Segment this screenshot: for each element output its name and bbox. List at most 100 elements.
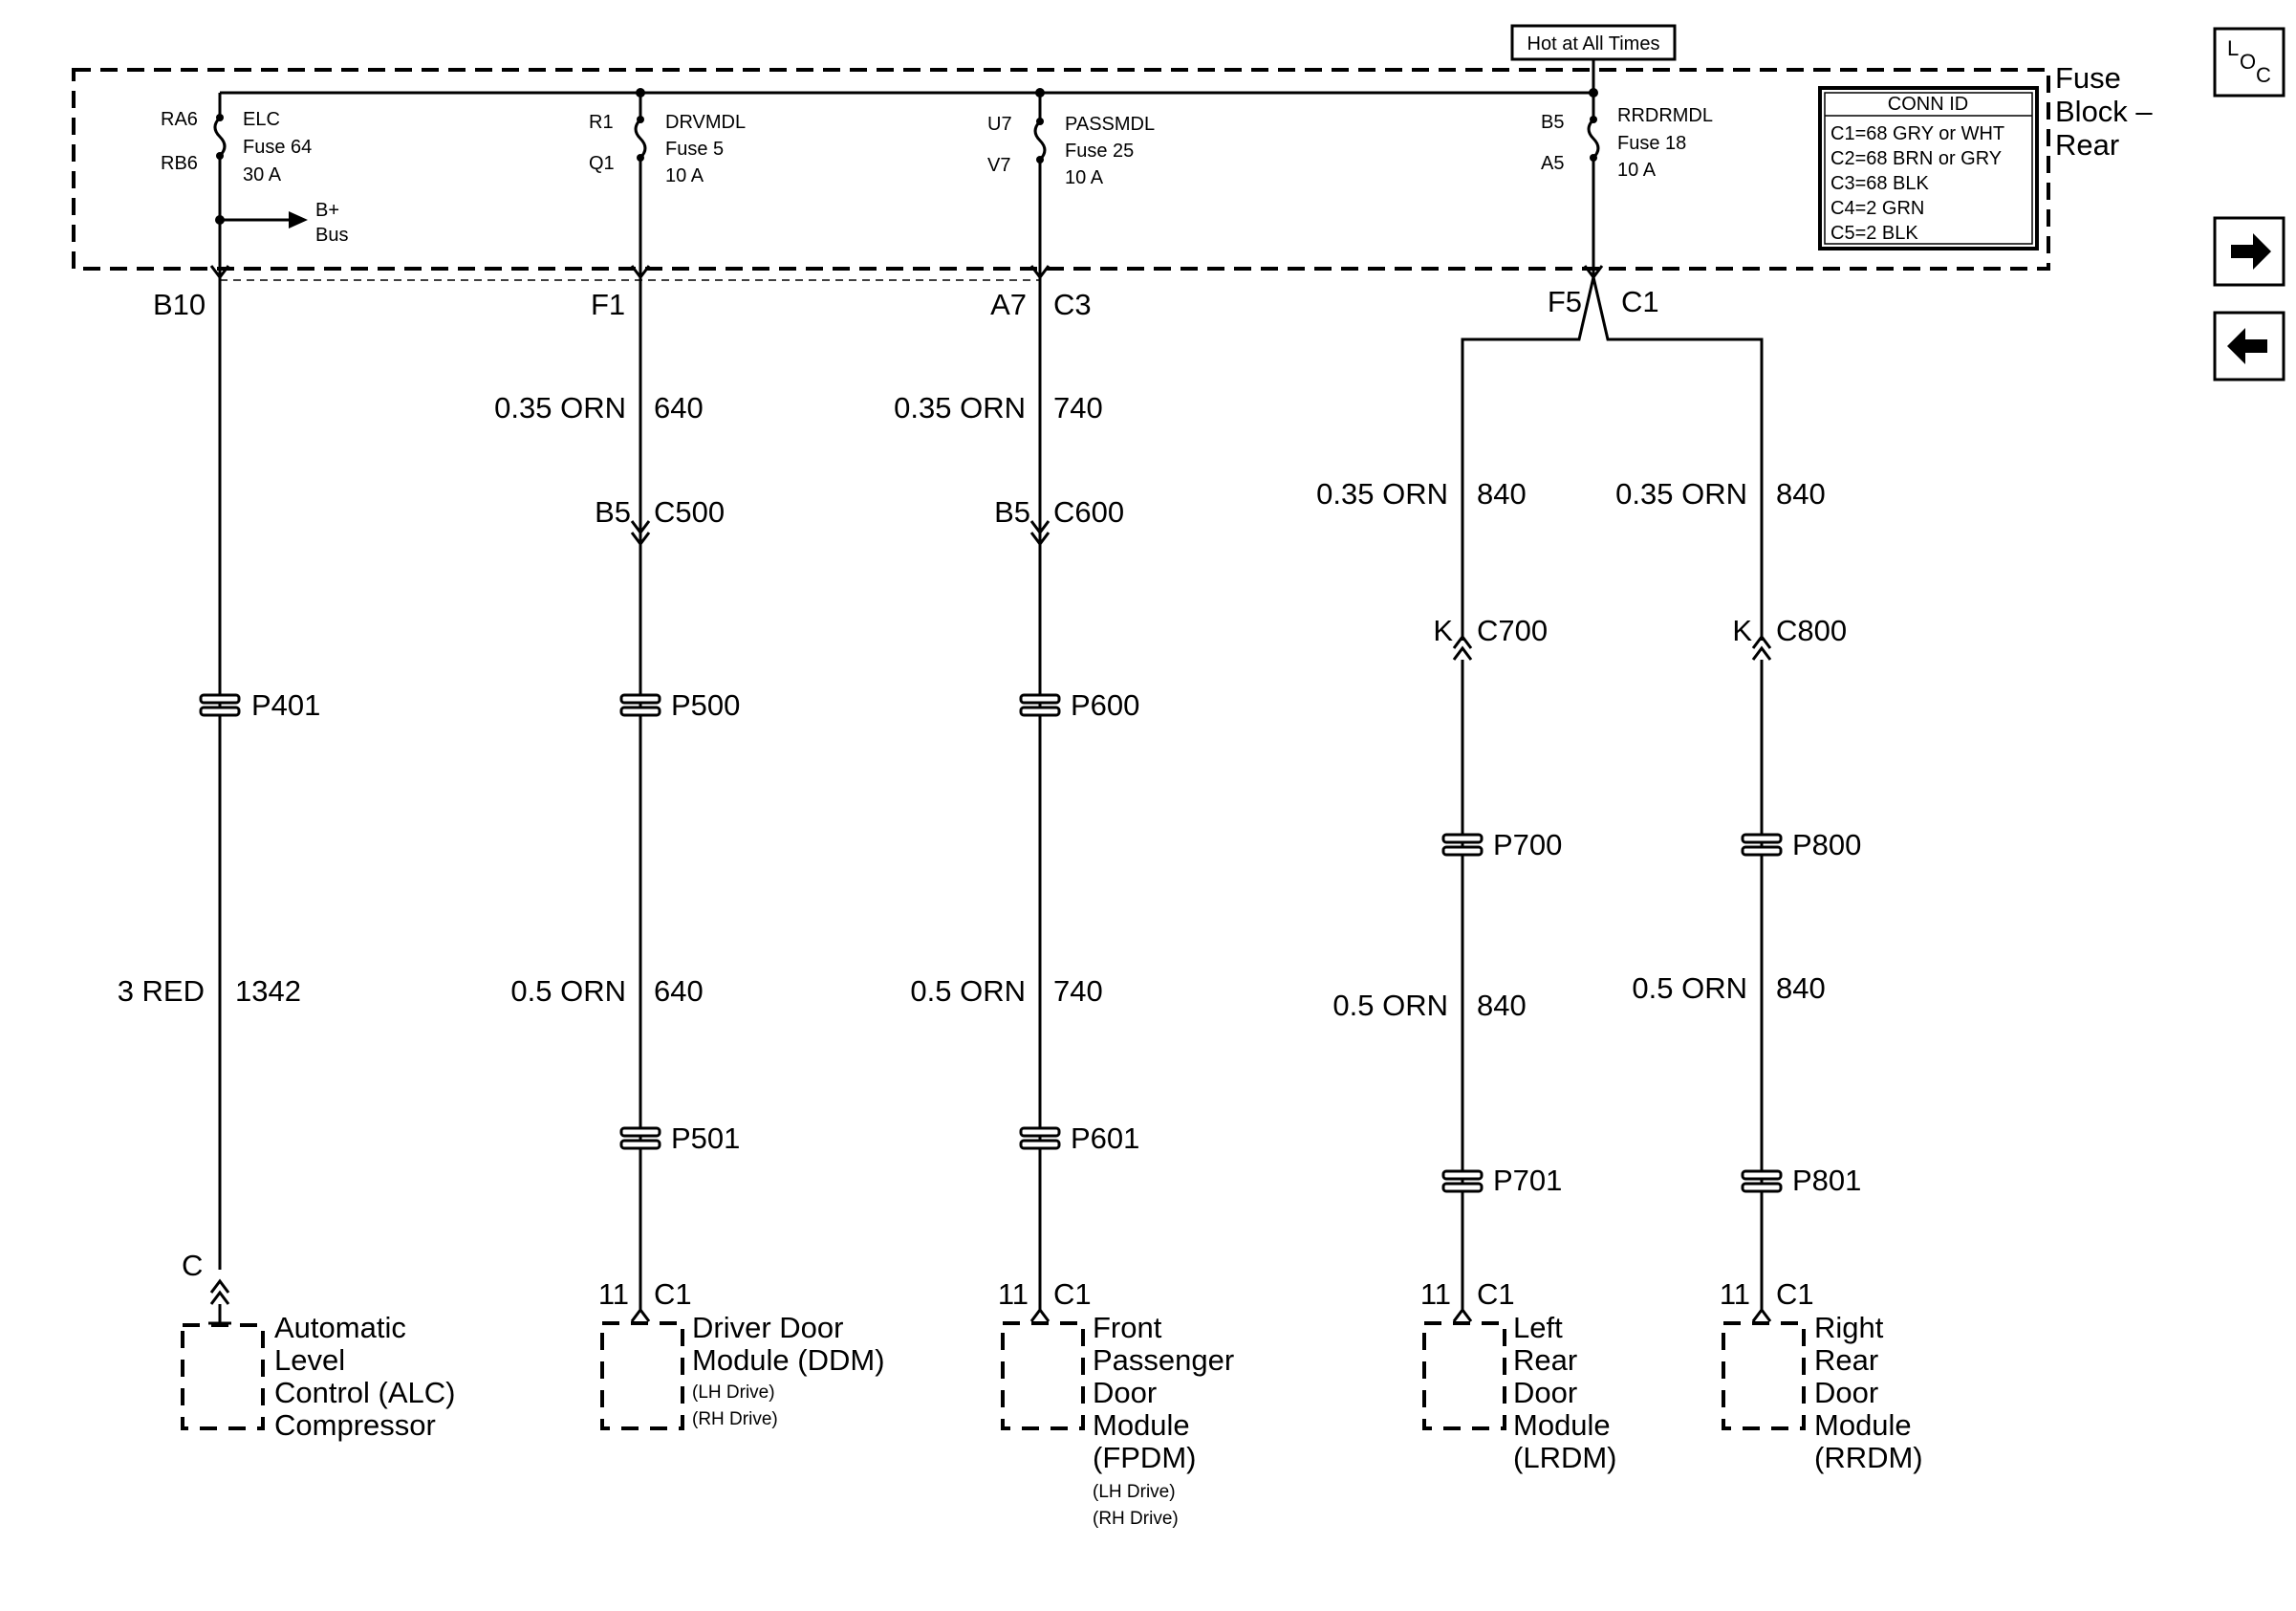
arrow-right-icon [2231,233,2271,270]
fuse-block: Hot at All Times Fuse Block – Rear CONN … [72,24,2153,281]
component-box-alc [181,1323,265,1430]
component-name-line: (FPDM) [1093,1441,1196,1474]
circuit-rrdm: 0.35 ORN 840 K C800 P800 0.5 ORN 840 P80… [1615,477,1922,1474]
connector-pin: 11 [598,1277,629,1311]
inline-connector: C600 [1053,495,1124,529]
fuse-number: Fuse 25 [1065,141,1134,162]
arrow-right-icon [289,211,308,229]
component-name-line: (LRDM) [1513,1441,1617,1474]
fuse-bottom-pin: RB6 [161,153,198,174]
terminal-connector: C3 [1053,288,1092,321]
fuse-name: RRDRMDL [1617,105,1713,126]
fuse-drvmdl: R1 Q1 DRVMDL Fuse 5 10 A [589,88,746,277]
component-name-line: Control (ALC) [274,1376,456,1409]
component-name-line: Level [274,1343,345,1377]
inline-connector: C800 [1776,614,1847,647]
previous-page-button[interactable] [2213,311,2285,381]
wire-gauge: 0.5 ORN [1632,971,1747,1005]
component-note: (RH Drive) [692,1409,778,1429]
connector-id: C1 [654,1277,692,1311]
connector-pin: 11 [1420,1277,1451,1311]
wire-gauge: 0.5 ORN [510,974,626,1008]
component-name-line: Door [1093,1376,1157,1409]
fuse-bottom-pin: A5 [1541,153,1564,174]
component-note: (RH Drive) [1093,1509,1179,1529]
fuse-top-pin: R1 [589,112,614,133]
component-note: (LH Drive) [1093,1482,1176,1502]
fuse-name: DRVMDL [665,112,746,133]
bplus-label: B+ [315,200,339,221]
wire-gauge: 0.5 ORN [910,974,1026,1008]
wire-circuit: 840 [1776,477,1826,511]
inline-connector: C500 [654,495,725,529]
connector-id: C1 [1776,1277,1814,1311]
wire-gauge: 0.35 ORN [1316,477,1448,511]
terminal-pin: F5 [1548,285,1582,318]
loc-button[interactable]: L O C [2213,27,2285,98]
component-name-line: Left [1513,1311,1563,1344]
component-name-line: Passenger [1093,1343,1234,1377]
fuse-elc: RA6 RB6 ELC Fuse 64 30 A B+ Bus [161,93,348,277]
bus-label: Bus [315,225,348,246]
terminal-pin: A7 [990,288,1027,321]
fuse-passmdl: U7 V7 PASSMDL Fuse 25 10 A [987,88,1155,277]
fuse-block-title-line2: Block – [2055,95,2153,128]
loc-letter: L [2227,36,2239,60]
fuse-top-pin: B5 [1541,112,1564,133]
fuse-number: Fuse 64 [243,137,312,158]
component-name-line: Right [1814,1311,1884,1344]
fuse-top-pin: U7 [987,114,1012,135]
fuse-rrdrmdl: B5 A5 RRDRMDL Fuse 18 10 A [1541,88,1713,277]
component-box-lrdm [1422,1321,1506,1430]
circuit-rear-feed: F5 C1 [1461,265,1764,641]
wire-gauge: 0.5 ORN [1332,989,1448,1022]
splice-label: P700 [1493,828,1562,861]
splice-label: P500 [671,688,740,722]
next-page-button[interactable] [2213,216,2285,287]
component-box-ddm [600,1321,684,1430]
inline-pin: B5 [994,495,1030,529]
component-name-line: (RRDM) [1814,1441,1923,1474]
wire-circuit: 740 [1053,391,1103,425]
wire-circuit: 740 [1053,974,1103,1008]
component-note: (LH Drive) [692,1382,775,1403]
fuse-number: Fuse 5 [665,139,724,160]
splice-label: P601 [1071,1121,1139,1155]
component-name-line: Module (DDM) [692,1343,885,1377]
splice-label: P501 [671,1121,740,1155]
component-name-line: Door [1513,1376,1577,1409]
component-box-fpdm [1001,1321,1085,1430]
component-name-line: Front [1093,1311,1162,1344]
conn-id-row: C1=68 GRY or WHT [1830,123,2004,144]
inline-pin: B5 [595,495,631,529]
component-name-line: Automatic [274,1311,406,1344]
fuse-amps: 30 A [243,164,282,185]
hot-at-all-times-label: Hot at All Times [1527,33,1660,54]
splice-label: P800 [1792,828,1861,861]
arrow-left-icon [2227,328,2267,364]
component-name-line: Module [1513,1408,1611,1442]
component-box-rrdm [1722,1321,1806,1430]
terminal-connector: C1 [1621,285,1659,318]
fuse-name: PASSMDL [1065,114,1155,135]
loc-letter: O [2240,50,2256,74]
fuse-bottom-pin: Q1 [589,153,615,174]
wire-gauge: 0.35 ORN [894,391,1026,425]
wire-gauge: 0.35 ORN [494,391,626,425]
connector-pin: 11 [998,1277,1029,1311]
fuse-block-title-line3: Rear [2055,128,2119,162]
circuit-fpdm: A7 C3 0.35 ORN 740 B5 C600 P600 0.5 ORN … [894,265,1234,1529]
splice-label: P600 [1071,688,1139,722]
terminal-label: B10 [153,288,206,321]
conn-id-row: C3=68 BLK [1830,173,1930,194]
fuse-amps: 10 A [1617,160,1657,181]
fuse-top-pin: RA6 [161,109,198,130]
component-name-line: Compressor [274,1408,436,1442]
connector-id: C1 [1477,1277,1515,1311]
loc-letter: C [2256,63,2271,87]
connector-pin: C [182,1249,203,1282]
terminal-label: F1 [591,288,625,321]
circuit-ddm: F1 0.35 ORN 640 B5 C500 P500 0.5 ORN 640… [494,265,885,1430]
wire-circuit: 840 [1477,477,1527,511]
